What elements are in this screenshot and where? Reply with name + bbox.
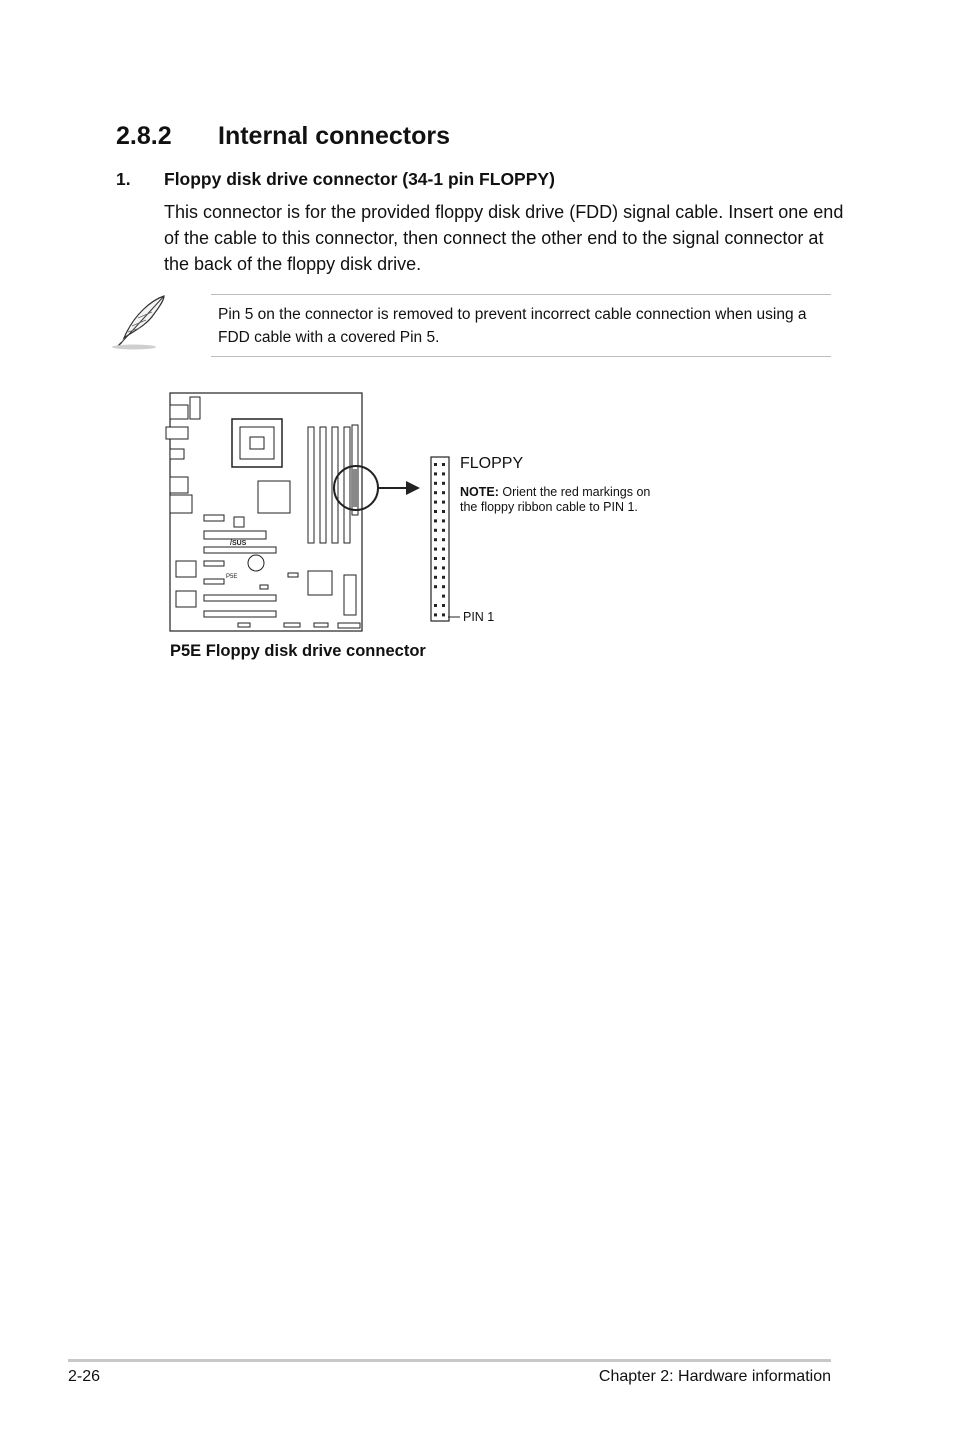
connector-pin <box>434 613 437 617</box>
expansion-slot <box>203 610 277 618</box>
dimm-slot <box>343 426 351 544</box>
header <box>237 622 251 628</box>
connector-pin <box>434 500 437 504</box>
pcie-slot <box>203 560 225 567</box>
connector-pin <box>442 491 445 495</box>
header <box>287 572 299 578</box>
connector-pin <box>434 604 437 607</box>
note-line2: the floppy ribbon cable to PIN 1. <box>460 500 638 514</box>
connector-pin <box>434 547 437 551</box>
connector-pin <box>442 604 445 607</box>
dimm-slot <box>307 426 315 544</box>
floppy-connector-enlarged <box>430 456 450 622</box>
pin1-label: PIN 1 <box>463 610 495 624</box>
board-logo: /SUS <box>230 540 247 547</box>
connector-pin <box>442 528 445 532</box>
section-title: Internal connectors <box>218 122 450 150</box>
connector-pins <box>434 463 445 617</box>
dimm-slot <box>319 426 327 544</box>
pcie-slot <box>203 578 225 585</box>
connector-pin <box>434 566 437 570</box>
header <box>313 622 329 628</box>
connector-pin <box>442 472 445 476</box>
chapter-label: Chapter 2: Hardware information <box>598 1368 831 1385</box>
expansion-slot <box>203 594 277 602</box>
southbridge <box>307 570 333 596</box>
connector-pin <box>442 538 445 542</box>
connector-pin <box>442 613 445 617</box>
note-bottom-rule <box>211 356 831 357</box>
io-port <box>169 404 189 420</box>
connector-pin <box>442 500 445 504</box>
diagram-note: NOTE: Orient the red markings on the flo… <box>460 485 650 515</box>
io-port <box>169 494 193 514</box>
connector-pin <box>434 491 437 495</box>
note-line1: Orient the red markings on <box>498 485 651 499</box>
connector-pin <box>442 575 445 579</box>
connector-pin <box>442 481 445 485</box>
connector-pin <box>442 594 445 598</box>
io-port <box>165 426 189 440</box>
io-port <box>169 448 185 460</box>
connector-label: FLOPPY <box>460 455 524 472</box>
section-number: 2.8.2 <box>116 122 172 150</box>
note-label: NOTE: <box>460 485 499 499</box>
note-top-rule <box>211 294 831 295</box>
feather-quill-icon <box>112 295 165 350</box>
connector-pin <box>434 463 437 466</box>
connector-pin <box>442 585 445 589</box>
sata-connector <box>343 574 357 616</box>
header <box>283 622 301 628</box>
expansion-slot <box>203 546 277 554</box>
expansion-slot <box>203 530 267 540</box>
io-port <box>169 476 189 494</box>
connector-pin <box>442 510 445 513</box>
connector-pin <box>434 585 437 589</box>
chip <box>203 514 225 522</box>
connector-pin <box>434 575 437 579</box>
chip <box>233 516 245 528</box>
connector-pin <box>442 566 445 570</box>
chip <box>175 590 197 608</box>
board-model-label: P5E <box>226 574 237 580</box>
connector-pin <box>442 463 445 466</box>
connector-pin <box>434 472 437 476</box>
northbridge <box>257 480 291 514</box>
connector-pin <box>442 557 445 560</box>
chip <box>175 560 197 578</box>
connector-pin <box>434 528 437 532</box>
io-port <box>189 396 201 420</box>
item-description: This connector is for the provided flopp… <box>164 202 844 274</box>
note-text: Pin 5 on the connector is removed to pre… <box>218 306 807 346</box>
cpu-die <box>249 436 265 450</box>
floppy-highlight <box>352 469 358 507</box>
pointer-arrowhead <box>406 481 420 495</box>
connector-pin <box>434 557 437 560</box>
item-number: 1. <box>116 169 131 189</box>
item-title: Floppy disk drive connector (34-1 pin FL… <box>164 169 555 189</box>
connector-pin <box>442 519 445 523</box>
connector-pin <box>442 547 445 551</box>
cmos-battery <box>247 554 265 572</box>
diagram-caption: P5E Floppy disk drive connector <box>170 642 426 660</box>
footer-rule <box>68 1359 831 1362</box>
page-number: 2-26 <box>68 1368 101 1385</box>
connector-pin <box>434 538 437 542</box>
motherboard-diagram: /SUS P5E <box>165 392 460 632</box>
connector-pin <box>434 510 437 513</box>
connector-pin <box>434 481 437 485</box>
front-panel-header <box>337 622 361 629</box>
connector-pin <box>434 519 437 523</box>
header <box>259 584 269 590</box>
